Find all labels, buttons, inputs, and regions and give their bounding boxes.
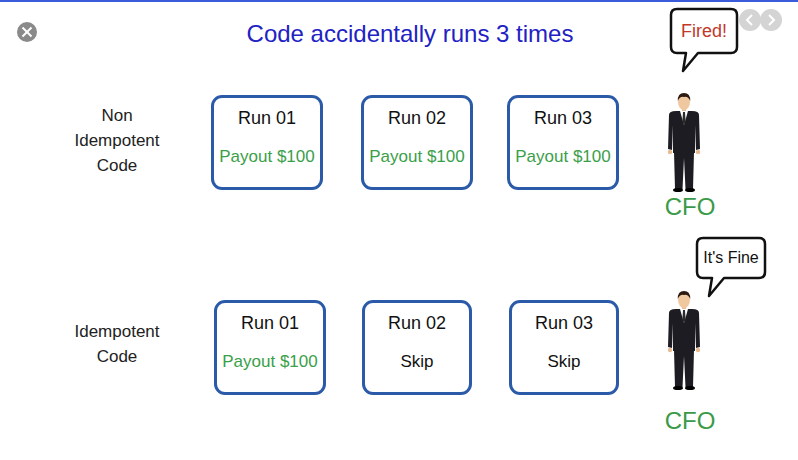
diagram-title: Code accidentally runs 3 times <box>110 19 710 49</box>
speech-text: Fired! <box>681 20 727 42</box>
person-label: CFO <box>645 193 735 221</box>
result-label: Payout $100 <box>369 146 464 168</box>
run-label: Run 02 <box>388 312 446 334</box>
run-label: Run 03 <box>534 107 592 129</box>
person-label: CFO <box>645 407 735 435</box>
run-label: Run 01 <box>238 107 296 129</box>
result-label: Skip <box>400 351 433 373</box>
bubble-shape <box>697 238 765 296</box>
result-label: Payout $100 <box>219 146 314 168</box>
bubble-shape <box>671 9 737 71</box>
result-label: Payout $100 <box>222 351 317 373</box>
result-label: Payout $100 <box>515 146 610 168</box>
run-label: Run 02 <box>388 107 446 129</box>
speech-bubble: Fired! <box>670 8 738 54</box>
run-box: Run 02 Skip <box>362 300 472 395</box>
run-box: Run 03 Skip <box>509 300 619 395</box>
run-box: Run 01 Payout $100 <box>214 300 326 395</box>
row-label: Non Idempotent Code <box>59 103 175 178</box>
run-label: Run 03 <box>535 312 593 334</box>
run-box: Run 01 Payout $100 <box>211 95 323 190</box>
speech-bubble: It's Fine <box>696 237 766 279</box>
result-label: Skip <box>547 351 580 373</box>
run-label: Run 01 <box>241 312 299 334</box>
run-box: Run 02 Payout $100 <box>361 95 473 190</box>
row-label: Idempotent Code <box>59 319 175 369</box>
run-box: Run 03 Payout $100 <box>507 95 619 190</box>
speech-text: It's Fine <box>703 248 759 268</box>
